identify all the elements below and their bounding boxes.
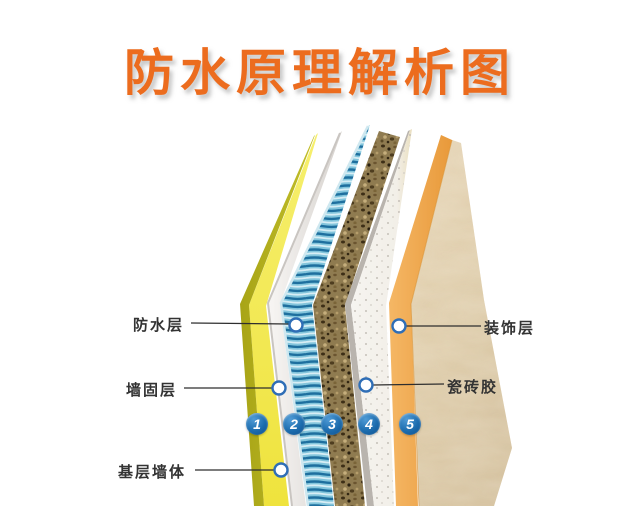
layer-number-badge-5: 5	[399, 413, 421, 435]
layer-wall-fix-edge-line	[266, 132, 341, 506]
callout-line-tile-adhesive	[372, 383, 445, 386]
layer-number-badge-4: 4	[358, 413, 380, 435]
label-tile-adhesive: 瓷砖胶	[447, 379, 499, 396]
callout-dot-waterproof	[288, 317, 304, 333]
marble-left-shade-line	[410, 139, 453, 506]
layer-waterproof-grit	[313, 131, 400, 506]
layer-number-badge-1: 1	[246, 413, 268, 435]
layer-wall-fix	[268, 131, 342, 506]
label-waterproof-layer: 防水层	[133, 317, 185, 334]
callout-line-waterproof	[190, 322, 290, 325]
layer-number-badge-3: 3	[321, 413, 343, 435]
callout-lines	[184, 322, 481, 471]
callout-dot-tile-adhesive	[358, 377, 374, 393]
label-base-wall: 基层墙体	[118, 464, 187, 481]
label-decorative-layer: 装饰层	[484, 320, 536, 337]
layer-tile-adhesive-dots	[351, 129, 412, 506]
label-wall-fix-layer: 墙固层	[126, 382, 178, 399]
layer-base-wall-face	[249, 133, 318, 506]
callout-dot-wall-fix	[271, 380, 287, 396]
page-title: 防水原理解析图	[124, 45, 516, 101]
callout-dots	[271, 317, 407, 478]
layer-waterproof	[281, 125, 370, 506]
layer-tile-adhesive-edge	[345, 130, 410, 506]
layer-waterproof-edge-line	[279, 125, 370, 506]
layer-number-badge-2: 2	[283, 413, 305, 435]
callout-dot-base-wall	[273, 462, 289, 478]
callout-dot-decorative	[391, 318, 407, 334]
